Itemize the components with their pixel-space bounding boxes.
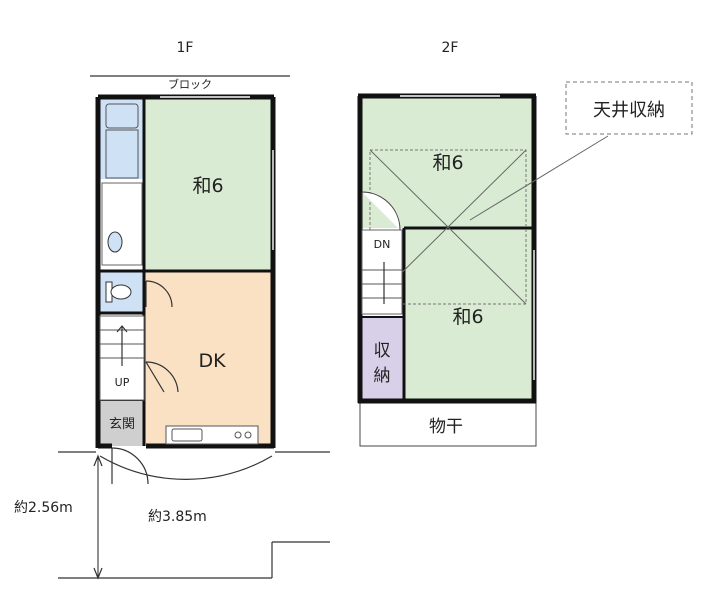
stairs-down-label: DN (374, 238, 391, 251)
room-label-washitsu-1f: 和6 (192, 175, 223, 197)
ceiling-storage-label: 天井収納 (593, 100, 665, 121)
door-swing-dk (145, 361, 179, 393)
toilet-bowl-icon (110, 284, 132, 300)
stove-burner-icon (234, 431, 242, 439)
approach-arc (99, 455, 273, 480)
dimension-width-label: 約3.85m (148, 509, 207, 525)
room-label-washitsu-2f-back: 和6 (452, 306, 483, 328)
door-swing-entrance (111, 447, 149, 485)
floor-label-2f: 2F (442, 40, 459, 56)
ceiling-storage-hatch (369, 149, 527, 305)
door-swing-2f (361, 191, 401, 231)
room-label-dk: DK (198, 350, 226, 372)
washroom-area (101, 182, 143, 266)
room-label-storage-bottom: 納 (374, 366, 391, 386)
stairs-up-label: UP (115, 376, 130, 389)
door-swing-toilet (145, 280, 173, 308)
stove-burner-icon (244, 431, 252, 439)
dimension-height-label: 約2.56m (14, 500, 73, 516)
room-storage (362, 318, 404, 400)
floor-label-1f: 1F (177, 40, 194, 56)
kitchen-sink-icon (171, 428, 203, 442)
bathtub-icon (105, 103, 139, 129)
stairs-2f[interactable] (361, 229, 403, 315)
kitchen-counter (165, 425, 259, 445)
room-label-storage-top: 収 (374, 341, 391, 361)
balcony-label: 物干 (429, 417, 463, 437)
sink-icon (107, 231, 123, 253)
room-label-genkan: 玄関 (109, 417, 135, 432)
room-washitsu-1f (145, 99, 271, 271)
room-label-washitsu-2f-front: 和6 (432, 152, 463, 174)
ceiling-storage-callout (565, 81, 693, 135)
bath-floor-icon (105, 129, 139, 179)
room-genkan (100, 400, 144, 446)
room-dk (145, 272, 271, 446)
room-washitsu-2f-back (405, 229, 532, 400)
balcony (359, 401, 537, 447)
block-label: ブロック (168, 77, 212, 91)
room-bath (100, 99, 144, 179)
callout-leader-line (469, 135, 609, 221)
